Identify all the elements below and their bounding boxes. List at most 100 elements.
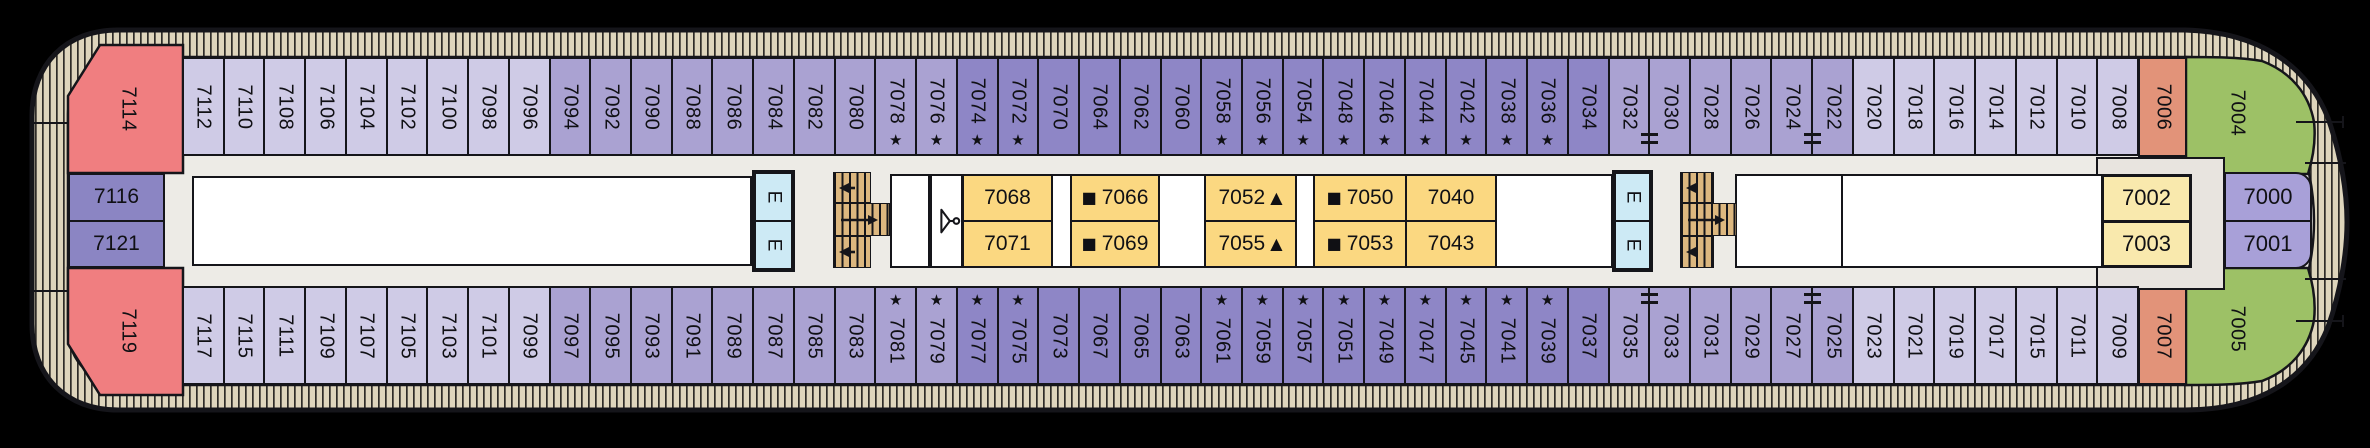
cabin-7084-label: 7084 bbox=[763, 83, 786, 130]
cabin-7058-label: 7058 bbox=[1211, 77, 1234, 125]
stair-arrow-icon bbox=[1686, 182, 1698, 193]
cabin-7089-label: 7089 bbox=[722, 312, 745, 359]
cabin-7052: 7052▲ bbox=[1206, 176, 1295, 222]
cabin-7063: 7063 bbox=[1159, 286, 1203, 385]
cabin-7011: 7011 bbox=[2055, 286, 2099, 385]
cabin-7043: 7043 bbox=[1407, 222, 1495, 266]
cabin-7070-label: 7070 bbox=[1048, 83, 1071, 130]
stern-band-lines bbox=[33, 122, 67, 292]
cabin-7085: 7085 bbox=[792, 286, 836, 385]
cabin-7114-label: 7114 bbox=[117, 86, 140, 132]
cabin-7102-label: 7102 bbox=[396, 83, 419, 130]
cabin-7099: 7099 bbox=[507, 286, 551, 385]
square-icon: ■ bbox=[1081, 234, 1097, 253]
cabin-7012: 7012 bbox=[2014, 57, 2058, 156]
cabin-7102: 7102 bbox=[385, 57, 429, 156]
cabin-7105-label: 7105 bbox=[396, 312, 419, 359]
star-icon: ★ bbox=[889, 131, 903, 149]
square-icon: ■ bbox=[1081, 188, 1097, 207]
cabin-7020: 7020 bbox=[1851, 57, 1895, 156]
cabin-7028-label: 7028 bbox=[1699, 83, 1722, 130]
cabin-7002-label: 7002 bbox=[2122, 185, 2171, 211]
cabin-7062-label: 7062 bbox=[1129, 83, 1152, 130]
cabin-7057: 7057★ bbox=[1281, 286, 1325, 385]
cabin-7010-label: 7010 bbox=[2066, 83, 2089, 130]
cabin-7014-label: 7014 bbox=[1984, 83, 2007, 130]
cabin-7070: 7070 bbox=[1037, 57, 1081, 156]
cabin-7003-label: 7003 bbox=[2122, 230, 2171, 256]
cabin-7051: 7051★ bbox=[1322, 286, 1366, 385]
cabin-7110: 7110 bbox=[222, 57, 266, 156]
cabin-7031: 7031 bbox=[1689, 286, 1732, 385]
cabin-7080: 7080 bbox=[833, 57, 877, 156]
cabin-7039: 7039★ bbox=[1526, 286, 1569, 385]
cabin-7117: 7117 bbox=[182, 286, 225, 385]
cabin-7036: 7036★ bbox=[1526, 57, 1569, 156]
star-icon: ★ bbox=[889, 291, 903, 309]
stairs bbox=[833, 172, 871, 203]
cabin-7097: 7097 bbox=[548, 286, 592, 385]
cabin-7096-label: 7096 bbox=[518, 83, 541, 130]
cabin-7085-label: 7085 bbox=[803, 312, 826, 359]
cabin-7111-label: 7111 bbox=[274, 313, 297, 358]
cabin-7061-label: 7061 bbox=[1211, 317, 1234, 365]
cabin-7115-label: 7115 bbox=[233, 312, 256, 359]
star-icon: ★ bbox=[1418, 131, 1432, 149]
cabin-7084: 7084 bbox=[752, 57, 795, 156]
triangle-icon: ▲ bbox=[1270, 234, 1283, 253]
cabin-7076: 7076★ bbox=[915, 57, 958, 156]
cabin-7072: 7072★ bbox=[996, 57, 1040, 156]
cabin-7071: 7071 bbox=[964, 222, 1051, 266]
cabin-block-7000-7001: 7000 7001 bbox=[2224, 172, 2312, 269]
cabin-7042-label: 7042 bbox=[1455, 77, 1478, 125]
cabin-7100: 7100 bbox=[426, 57, 470, 156]
elevator-label: E bbox=[1622, 190, 1644, 204]
cabin-7089: 7089 bbox=[711, 286, 755, 385]
cabin-7074-label: 7074 bbox=[966, 77, 989, 125]
cabin-7094: 7094 bbox=[548, 57, 592, 156]
cabin-7027-label: 7027 bbox=[1781, 312, 1804, 359]
cabin-7042: 7042★ bbox=[1444, 57, 1488, 156]
room bbox=[1051, 174, 1072, 268]
cabin-7077: 7077★ bbox=[955, 286, 999, 385]
cabin-7064-label: 7064 bbox=[1088, 83, 1111, 130]
cabin-7025-label: 7025 bbox=[1822, 312, 1845, 359]
cabin-7116: 7116 bbox=[70, 175, 163, 222]
cabin-7033-label: 7033 bbox=[1659, 312, 1682, 359]
cabin-7005-label: 7005 bbox=[2226, 305, 2249, 353]
cabin-7098-label: 7098 bbox=[477, 83, 500, 130]
stair-arrow-icon bbox=[1688, 214, 1725, 225]
elevator-cell: E bbox=[756, 174, 791, 220]
star-icon: ★ bbox=[1296, 131, 1310, 149]
cabin-7067-label: 7067 bbox=[1088, 312, 1111, 359]
cabin-7024: 7024 bbox=[1770, 57, 1814, 156]
cabin-7088-label: 7088 bbox=[681, 83, 704, 130]
cabin-7092: 7092 bbox=[589, 57, 633, 156]
cabin-7026-label: 7026 bbox=[1740, 83, 1763, 130]
cabin-7068: 7068 bbox=[964, 176, 1051, 222]
cabin-7096: 7096 bbox=[507, 57, 551, 156]
cabin-7065: 7065 bbox=[1118, 286, 1162, 385]
cabin-7066-label: 7066 bbox=[1101, 186, 1149, 209]
star-icon: ★ bbox=[1499, 131, 1514, 149]
cabin-7006: 7006 bbox=[2138, 57, 2187, 157]
star-icon: ★ bbox=[1377, 131, 1392, 149]
cabin-7083: 7083 bbox=[833, 286, 877, 385]
cabin-7054: 7054★ bbox=[1281, 57, 1325, 156]
star-icon: ★ bbox=[1377, 291, 1392, 309]
cabin-7037: 7037 bbox=[1566, 286, 1610, 385]
cabin-7049: 7049★ bbox=[1363, 286, 1406, 385]
cabin-7083-label: 7083 bbox=[844, 312, 867, 359]
cabin-7043-label: 7043 bbox=[1427, 232, 1475, 255]
cabin-7121-label: 7121 bbox=[93, 231, 140, 255]
cabin-7091-label: 7091 bbox=[681, 312, 704, 359]
cabin-7030-label: 7030 bbox=[1659, 83, 1682, 130]
square-icon: ■ bbox=[1326, 188, 1342, 207]
cabin-7035-label: 7035 bbox=[1618, 312, 1641, 359]
cabin-7062: 7062 bbox=[1118, 57, 1162, 156]
cabin-7031-label: 7031 bbox=[1699, 312, 1722, 359]
cabin-7067: 7067 bbox=[1078, 286, 1121, 385]
